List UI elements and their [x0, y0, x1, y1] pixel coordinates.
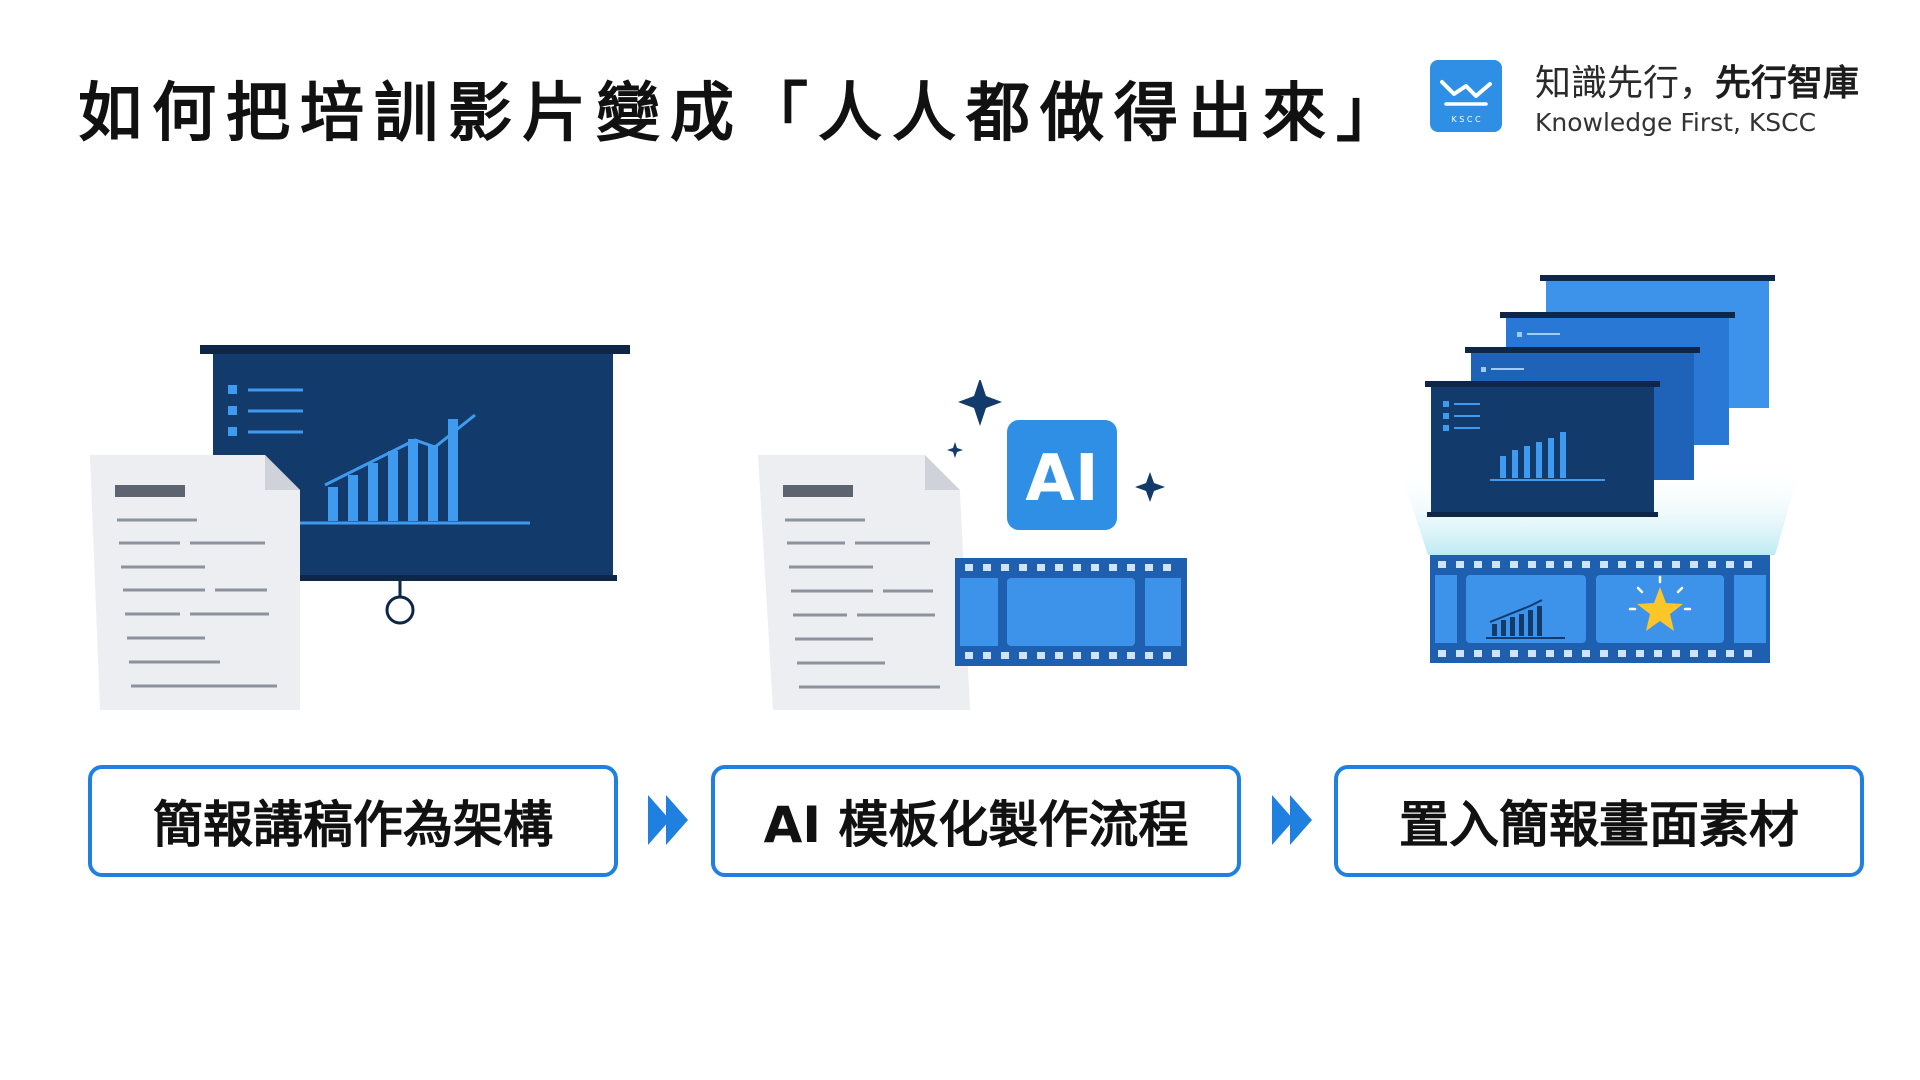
brand-name-zh-bold: 先行智庫	[1715, 63, 1860, 104]
kscc-logo-icon: K S C C	[1430, 60, 1502, 132]
sparkle-icon	[947, 380, 1165, 502]
logo-text: K S C C	[1451, 115, 1481, 124]
brand-block: K S C C 知識先行，先行智庫 Knowledge First, KSCC	[1430, 52, 1870, 152]
ai-badge-icon: AI	[1007, 420, 1117, 530]
film-strip-icon	[955, 558, 1187, 666]
brand-name-en: Knowledge First, KSCC	[1535, 108, 1817, 137]
brand-name-zh-regular: 知識先行，	[1535, 63, 1716, 104]
step-3-box: 置入簡報畫面素材	[1334, 765, 1864, 877]
page-title: 如何把培訓影片變成「人人都做得出來」	[78, 77, 1410, 151]
stacked-slides-icon	[1425, 275, 1775, 517]
brand-name-zh: 知識先行，先行智庫	[1535, 54, 1859, 106]
double-chevron-right-icon	[1272, 795, 1312, 845]
script-document-icon	[758, 455, 970, 710]
double-chevron-right-icon	[648, 795, 688, 845]
step-1-box: 簡報講稿作為架構	[88, 765, 618, 877]
star-icon	[1637, 587, 1683, 631]
film-strip-icon	[1430, 555, 1770, 663]
presentation-script-illustration	[90, 345, 630, 710]
slides-to-video-illustration	[1400, 275, 1800, 663]
step-2-box: AI 模板化製作流程	[711, 765, 1241, 877]
ai-template-illustration: AI	[758, 380, 1187, 710]
script-document-icon	[90, 455, 300, 710]
ai-badge-text: AI	[1025, 442, 1098, 516]
